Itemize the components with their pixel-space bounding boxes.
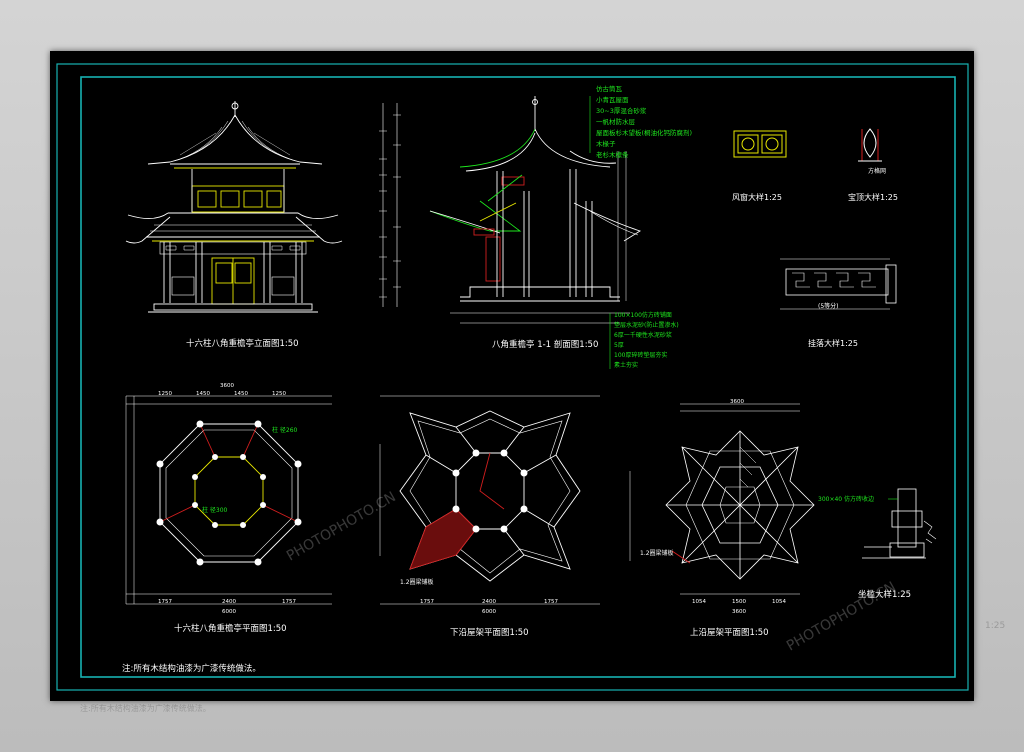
section-floor-notes: 100×100仿方砖铺面 垫层水泥砂(防止置渗水) 6厚一千硬性水泥砂浆 5厚 … [614,311,679,369]
dim-label: 2400 [222,599,236,605]
floor-note: 5厚 [614,342,624,349]
general-note: 注:所有木结构油漆为广漆传统做法。 [122,663,261,674]
watermark: PHOTOPHOTO.CN [784,579,899,654]
roof-note: 仿古筒瓦 [596,84,623,93]
upper-frame-dimensions: 3600 1054 1500 1054 3600 [692,399,786,615]
dim-label: 1250 [272,391,286,397]
window-detail [733,130,787,158]
fascia-detail-title: 挂落大样1:25 [808,338,858,348]
watermark: PHOTOPHOTO.CN [284,489,399,564]
pavilion-elevation [125,101,343,313]
dim-label: 3600 [730,399,744,405]
dim-label: 1250 [158,391,172,397]
roof-note: 小青瓦屋面 [596,95,629,104]
upper-frame-label: 1.2圈梁铺板 [640,549,674,557]
dim-label: 1054 [692,599,706,605]
lower-frame-title: 下沿屋架平面图1:50 [450,628,529,638]
dim-label: 1757 [544,599,558,605]
dim-label: 3600 [732,609,746,615]
dim-label: 1054 [772,599,786,605]
bench-detail [862,488,937,559]
elevation-title: 十六柱八角重檐亭立面图1:50 [186,338,299,349]
upper-frame-title: 上沿屋架平面图1:50 [690,628,769,638]
plan-title: 十六柱八角重檐亭平面图1:50 [174,623,287,634]
dim-label: 6000 [222,609,236,615]
roof-note: 屋面板杉木望板(桐油化钙防腐剂) [596,128,692,137]
finial-label: 方格网 [868,167,886,175]
column-plan [125,395,332,605]
roof-note: 30~3厚混合砂浆 [596,106,647,115]
dim-label: 1757 [420,599,434,605]
upper-roof-frame-plan [629,403,815,595]
floor-note: 垫层水泥砂(防止置渗水) [614,321,679,329]
floor-note: 6厚一千硬性水泥砂浆 [614,331,672,339]
lower-roof-frame-plan [379,395,600,605]
floor-note: 素土夯实 [614,361,638,369]
dim-label: 6000 [482,609,496,615]
backdrop-scale-label: 1:25 [985,621,1006,631]
drawing-sheet: 十六柱八角重檐亭立面图1:50 [50,51,974,701]
dim-label: 2400 [482,599,496,605]
roof-note: 一帆材防水层 [596,117,636,126]
outer-frame [56,63,969,691]
section-roof-notes: 仿古筒瓦 小青瓦屋面 30~3厚混合砂浆 一帆材防水层 屋面板杉木望板(桐油化钙… [596,84,692,159]
finial-detail [858,128,882,162]
plan-dimensions: 1250 1450 1450 1250 3600 1757 2400 1757 … [158,383,296,615]
dim-label: 1757 [158,599,172,605]
bench-detail-title: 坐槛大样1:25 [858,589,911,600]
roof-note: 老杉木檩条 [596,150,629,159]
inner-frame [80,76,956,678]
fascia-detail [780,258,897,310]
backdrop-note-label: 注:所有木结构油漆为广漆传统做法。 [80,704,211,713]
floor-note: 100×100仿方砖铺面 [614,311,672,319]
plan-column-label: 柱 径260 [272,426,298,434]
dim-label: 3600 [220,383,234,389]
dim-label: 1757 [282,599,296,605]
floor-note: 100厚碎砖垫层夯实 [614,351,667,359]
dim-label: 1500 [732,599,746,605]
cad-drawing: 十六柱八角重檐亭立面图1:50 [56,63,969,691]
roof-note: 木椽子 [596,139,616,148]
lower-frame-label: 1.2圈梁铺板 [400,578,434,586]
plan-inner-column-label: 柱 径300 [202,506,228,514]
lower-frame-dimensions: 1757 2400 1757 6000 [420,599,558,615]
finial-detail-title: 宝顶大样1:25 [848,192,898,202]
fascia-label: (5等分) [818,302,839,310]
dim-label: 1450 [234,391,248,397]
dim-label: 1450 [196,391,210,397]
plan-column-markers [156,420,302,566]
window-detail-title: 风窗大样1:25 [732,192,782,202]
lower-frame-nodes [452,449,528,533]
pavilion-section [379,96,642,369]
bench-label: 300×40 仿方砖收边 [818,495,874,503]
section-title: 八角重檐亭 1-1 剖面图1:50 [492,339,598,350]
